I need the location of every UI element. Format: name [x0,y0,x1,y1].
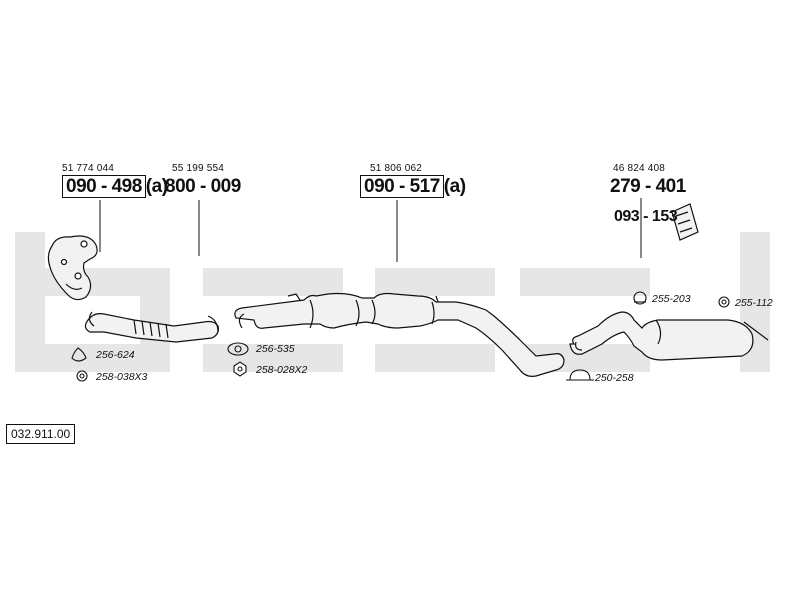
part-code-catalytic[interactable]: 090 - 517(a) [360,175,466,198]
gasket-icon [227,342,249,356]
oem-number-silencer: 46 824 408 [613,163,666,174]
accessory-label-hanger[interactable]: 255-112 [735,297,773,309]
hanger-icon [718,296,730,308]
part-code-silencer[interactable]: 279 - 401 [610,176,686,198]
front-flex-pipe [84,311,219,343]
u-clamp-icon [566,369,594,381]
part-code-silencer-text: 279 - 401 [610,176,686,197]
diagram-number: 032.911.00 [6,424,76,444]
leader-lines [99,198,642,262]
part-code-downpipe-box: 090 - 498 [62,175,146,198]
heat-shield [671,203,699,241]
accessory-label-rubber-mount[interactable]: 255-203 [652,293,691,305]
part-code-catalytic-box: 090 - 517 [360,175,444,198]
accessory-label-clamp[interactable]: 256-624 [96,349,135,361]
hex-nut-icon [233,361,247,377]
part-code-heat-shield-text: 093 - 153 [614,208,678,225]
part-code-heat-shield[interactable]: 093 - 153 [614,208,678,226]
oem-number-downpipe: 51 774 044 [62,163,115,174]
exhaust-manifold [47,235,98,301]
rear-silencer [569,311,769,361]
part-suffix-downpipe: (a) [145,176,168,197]
part-code-flex-pipe[interactable]: 800 - 009 [165,176,241,198]
rubber-mount-icon [633,291,647,305]
accessory-label-hex-nut[interactable]: 258-028X2 [256,364,308,376]
accessory-label-gasket[interactable]: 256-535 [256,343,295,355]
catalytic-converter [234,292,565,377]
clamp-icon [71,347,87,362]
accessory-label-nut[interactable]: 258-038X3 [96,371,148,383]
oem-number-flex-pipe: 55 199 554 [172,163,225,174]
part-suffix-catalytic: (a) [443,176,466,197]
oem-number-catalytic: 51 806 062 [370,163,423,174]
watermark-logo [15,232,770,372]
part-code-flex-pipe-text: 800 - 009 [165,176,241,197]
nut-icon [76,370,88,382]
part-code-downpipe[interactable]: 090 - 498(a) [62,175,168,198]
accessory-label-u-clamp[interactable]: 250-258 [595,372,634,384]
